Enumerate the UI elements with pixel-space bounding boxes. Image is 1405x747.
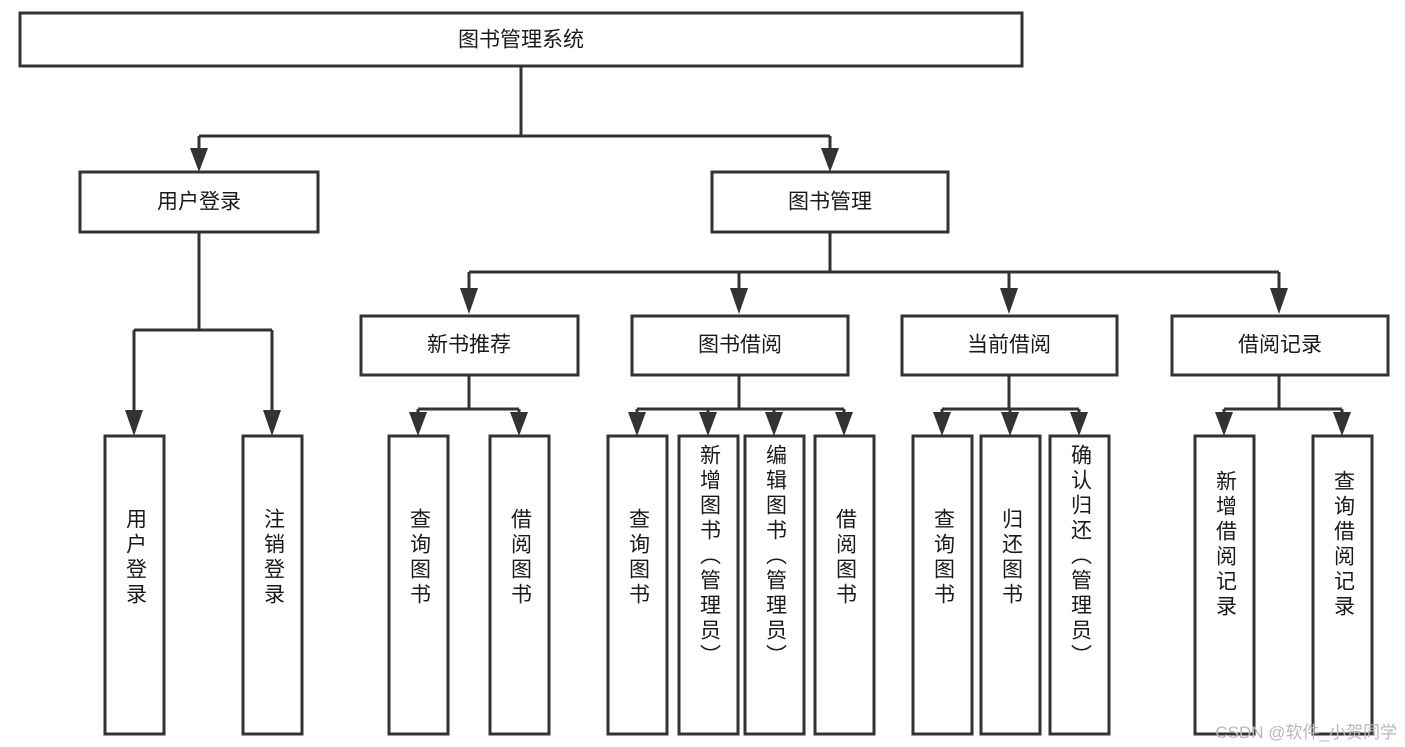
leaf-borrow-record-query[interactable]: 查询借阅记录 xyxy=(1311,434,1374,736)
arrow-head-bb-leaf-2 xyxy=(699,412,717,436)
leaf-current-borrow-confirm-label: 确认归还（管理员） xyxy=(1069,444,1093,669)
leaf-book-borrow-borrow-label: 借阅图书 xyxy=(834,508,858,608)
leaf-new-book-query-label: 查询图书 xyxy=(408,508,432,608)
leaf-book-borrow-add-box xyxy=(677,434,740,736)
leaf-current-borrow-return[interactable]: 归还图书 xyxy=(979,434,1042,736)
node-book-borrow-box xyxy=(630,314,850,377)
leaf-borrow-record-add[interactable]: 新增借阅记录 xyxy=(1193,434,1256,736)
node-book-borrow-label: 图书借阅 xyxy=(698,334,782,357)
arrow-head-book-mgmt xyxy=(821,148,839,172)
leaf-book-borrow-edit[interactable]: 编辑图书（管理员） xyxy=(743,434,806,736)
arrow-head-book-borrow xyxy=(730,288,748,314)
arrow-head-br-leaf-1 xyxy=(1215,412,1233,436)
arrow-head-bb-leaf-1 xyxy=(628,412,646,436)
leaf-book-borrow-add[interactable]: 新增图书（管理员） xyxy=(677,434,740,736)
arrow-head-nb-leaf-2 xyxy=(510,412,528,436)
arrow-head-cb-leaf-1 xyxy=(933,412,951,436)
leaf-book-borrow-query-box xyxy=(606,434,669,736)
leaf-book-borrow-edit-box xyxy=(743,434,806,736)
leaf-new-book-borrow-label: 借阅图书 xyxy=(509,508,533,608)
node-root-label: 图书管理系统 xyxy=(458,29,584,52)
leaf-book-borrow-edit-label: 编辑图书（管理员） xyxy=(764,444,788,669)
node-current-borrow-label: 当前借阅 xyxy=(967,334,1051,357)
arrow-head-current-borrow xyxy=(1000,288,1018,314)
node-book-management-label: 图书管理 xyxy=(788,191,872,214)
leaf-borrow-record-add-label: 新增借阅记录 xyxy=(1214,470,1238,620)
leaf-current-borrow-query-label: 查询图书 xyxy=(932,508,956,608)
node-user-login-box xyxy=(78,170,320,234)
node-new-book-recommend-label: 新书推荐 xyxy=(427,334,511,357)
node-borrow-record[interactable]: 借阅记录 xyxy=(1170,314,1390,377)
node-book-borrow[interactable]: 图书借阅 xyxy=(630,314,850,377)
arrow-head-bb-leaf-4 xyxy=(835,412,853,436)
arrow-head-user-login xyxy=(190,148,208,172)
leaf-book-borrow-borrow-box xyxy=(813,434,876,736)
node-current-borrow-box xyxy=(900,314,1119,377)
node-new-book-recommend[interactable]: 新书推荐 xyxy=(359,314,580,377)
leaf-user-login-logout-box xyxy=(241,434,304,736)
leaf-book-borrow-borrow[interactable]: 借阅图书 xyxy=(813,434,876,736)
leaf-current-borrow-return-box xyxy=(979,434,1042,736)
arrow-head-borrow-record xyxy=(1270,288,1288,314)
node-current-borrow[interactable]: 当前借阅 xyxy=(900,314,1119,377)
arrow-head-cb-leaf-3 xyxy=(1070,412,1088,436)
node-user-login[interactable]: 用户登录 xyxy=(78,170,320,234)
leaf-borrow-record-add-box xyxy=(1193,434,1256,736)
leaf-current-borrow-confirm[interactable]: 确认归还（管理员） xyxy=(1048,434,1111,736)
arrow-head-bb-leaf-3 xyxy=(765,412,783,436)
arrow-head-nb-leaf-1 xyxy=(409,412,427,436)
leaf-user-login-login-label: 用户登录 xyxy=(124,508,148,608)
leaf-borrow-record-query-label: 查询借阅记录 xyxy=(1332,470,1356,620)
arrow-head-br-leaf-2 xyxy=(1333,412,1351,436)
leaf-book-borrow-query[interactable]: 查询图书 xyxy=(606,434,669,736)
leaf-new-book-borrow[interactable]: 借阅图书 xyxy=(488,434,551,736)
arrow-head-cb-leaf-2 xyxy=(1001,412,1019,436)
arrow-head-leaf-user-login xyxy=(125,410,143,436)
node-book-management[interactable]: 图书管理 xyxy=(710,170,950,234)
leaf-current-borrow-query[interactable]: 查询图书 xyxy=(911,434,974,736)
node-user-login-label: 用户登录 xyxy=(157,191,241,214)
leaf-current-borrow-confirm-box xyxy=(1048,434,1111,736)
leaf-new-book-borrow-box xyxy=(488,434,551,736)
arrow-head-new-book xyxy=(460,288,478,314)
leaf-current-borrow-return-label: 归还图书 xyxy=(1000,508,1024,608)
leaf-user-login-login-box xyxy=(103,434,166,736)
leaf-user-login-login[interactable]: 用户登录 xyxy=(103,434,166,736)
arrow-head-leaf-logout xyxy=(263,410,281,436)
node-borrow-record-label: 借阅记录 xyxy=(1238,334,1322,357)
node-root-box xyxy=(18,11,1024,68)
node-new-book-recommend-box xyxy=(359,314,580,377)
leaf-borrow-record-query-box xyxy=(1311,434,1374,736)
leaf-user-login-logout[interactable]: 注销登录 xyxy=(241,434,304,736)
leaf-user-login-logout-label: 注销登录 xyxy=(262,508,286,608)
leaf-book-borrow-query-label: 查询图书 xyxy=(627,508,651,608)
leaf-current-borrow-query-box xyxy=(911,434,974,736)
leaf-book-borrow-add-label: 新增图书（管理员） xyxy=(698,444,722,669)
connector-layer xyxy=(125,66,1351,436)
node-root-system[interactable]: 图书管理系统 xyxy=(18,11,1024,68)
node-borrow-record-box xyxy=(1170,314,1390,377)
node-book-management-box xyxy=(710,170,950,234)
leaf-new-book-query-box xyxy=(387,434,450,736)
leaf-new-book-query[interactable]: 查询图书 xyxy=(387,434,450,736)
